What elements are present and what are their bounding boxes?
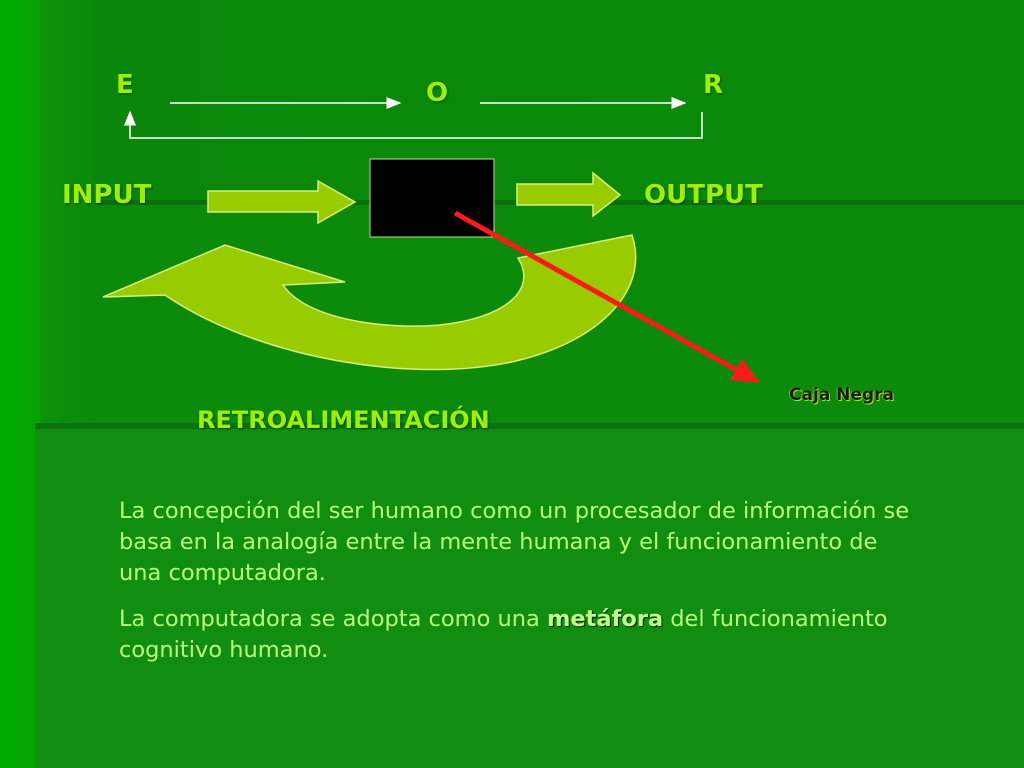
output-label: OUTPUT <box>644 180 763 210</box>
paragraph-concept: La concepción del ser humano como un pro… <box>119 498 910 586</box>
paragraph-metaphor-end: del funcionamiento cognitivo humano. <box>119 606 888 663</box>
feedback-label: RETROALIMENTACIÓN <box>197 406 490 434</box>
black-box-label: Caja Negra <box>789 385 894 405</box>
bg-band-left <box>0 0 40 768</box>
input-arrow <box>207 179 357 225</box>
input-label: INPUT <box>62 180 152 210</box>
label-r: R <box>703 70 724 100</box>
feedback-arrow <box>102 234 637 371</box>
caja-negra-pointer-line <box>453 210 742 375</box>
paragraph-metaphor: La computadora se adopta como una metáfo… <box>119 604 919 666</box>
label-e: E <box>116 70 134 100</box>
paragraph-metaphor-start: La computadora se adopta como una <box>119 606 547 632</box>
arrow-r-to-e-loop <box>124 110 703 139</box>
caja-negra-pointer-head <box>730 359 760 383</box>
bg-band-lower <box>35 423 1024 768</box>
output-arrow <box>516 171 622 218</box>
label-o: O <box>426 78 449 108</box>
metaphor-emphasis: metáfora <box>546 606 664 632</box>
